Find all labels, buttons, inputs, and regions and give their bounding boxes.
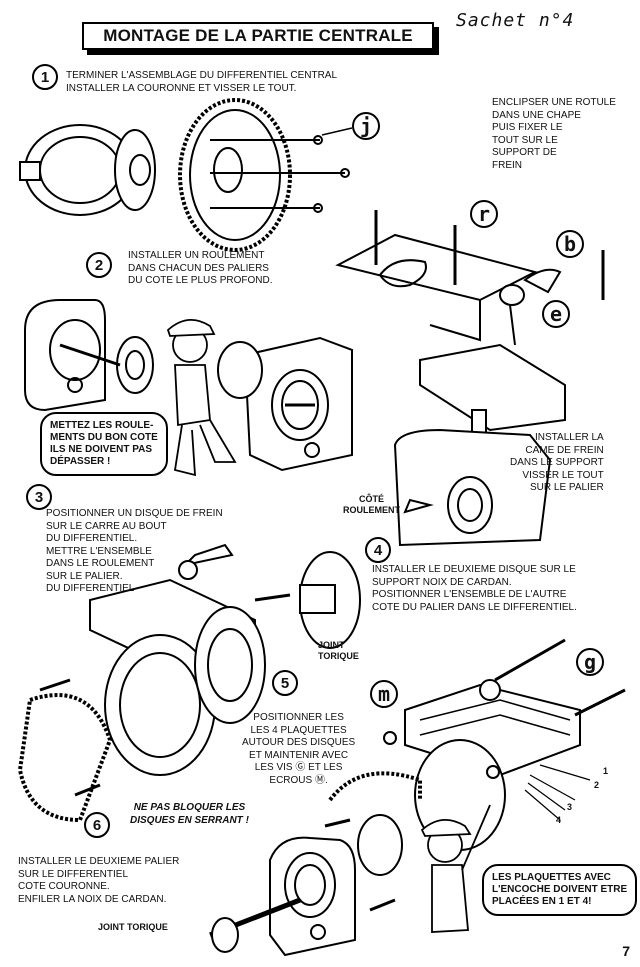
step-4-text: INSTALLER LE DEUXIEME DISQUE SUR LE SUPP… <box>372 564 577 613</box>
differential-assembly-drawing <box>19 98 353 252</box>
bearing-blocks-drawing <box>24 299 353 472</box>
brake-support-drawing <box>335 210 605 547</box>
sachet-label: Sachet n°4 <box>456 10 575 31</box>
step-1-number: 1 <box>32 64 58 90</box>
callout-part-b: b <box>556 230 584 258</box>
step-3-number: 3 <box>26 484 52 510</box>
mechanic-character-1 <box>166 319 237 477</box>
step-2-number: 2 <box>86 252 112 278</box>
brake-disc-assembly-drawing <box>17 543 361 823</box>
step-1-text: TERMINER L'ASSEMBLAGE DU DIFFERENTIEL CE… <box>66 70 338 94</box>
plate-number-3: 3 <box>567 802 573 812</box>
step-4-number: 4 <box>365 537 391 563</box>
callout-part-e: e <box>542 300 570 328</box>
step-5-text: POSITIONNER LES LES 4 PLAQUETTES AUTOUR … <box>242 712 356 786</box>
second-bearing-block-drawing <box>209 814 403 957</box>
label-joint-torique-1: JOINT TORIQUE <box>318 640 359 661</box>
step-2-text: INSTALLER UN ROULEMENT DANS CHACUN DES P… <box>128 250 273 286</box>
note-came-de-frein: INSTALLER LA CAME DE FREIN DANS LE SUPPO… <box>510 432 604 493</box>
callout-part-j: j <box>352 112 380 140</box>
callout-part-m: m <box>370 680 398 708</box>
plate-number-4: 4 <box>556 815 562 825</box>
plate-number-1: 1 <box>603 766 609 776</box>
note-ne-pas-bloquer: NE PAS BLOQUER LES DISQUES EN SERRANT ! <box>130 802 249 826</box>
step-6-text: INSTALLER LE DEUXIEME PALIER SUR LE DIFF… <box>18 856 180 905</box>
page-title: MONTAGE DE LA PARTIE CENTRALE <box>82 22 434 50</box>
plate-number-2: 2 <box>594 780 600 790</box>
speech-bubble-roulements: METTEZ LES ROULE- MENTS DU BON COTE ILS … <box>40 412 168 476</box>
note-rotule: ENCLIPSER UNE ROTULE DANS UNE CHAPE PUIS… <box>492 97 616 171</box>
speech-bubble-plaquettes: LES PLAQUETTES AVEC L'ENCOCHE DOIVENT ET… <box>482 864 638 916</box>
label-cote-roulement: CÔTÉ ROULEMENT <box>343 494 400 515</box>
page-number: 7 <box>622 943 630 959</box>
step-3-text: POSITIONNER UN DISQUE DE FREIN SUR LE CA… <box>46 508 223 594</box>
mechanic-character-2 <box>420 804 491 933</box>
callout-part-r: r <box>470 200 498 228</box>
label-joint-torique-2: JOINT TORIQUE <box>98 922 168 932</box>
step-6-number: 6 <box>84 812 110 838</box>
callout-part-g: g <box>576 648 604 676</box>
step-5-number: 5 <box>272 670 298 696</box>
